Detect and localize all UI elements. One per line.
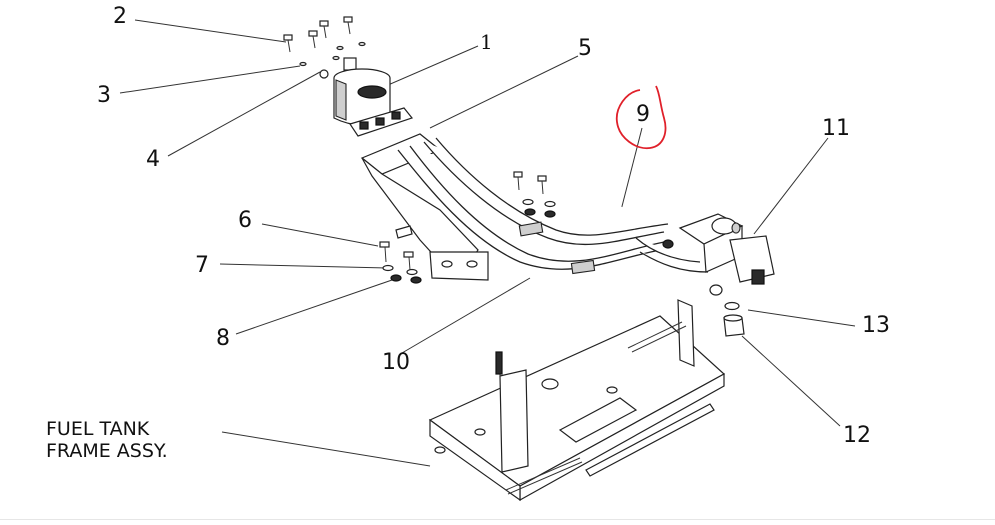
fuel-pump-item-1 bbox=[319, 57, 414, 137]
callout-10: 10 bbox=[382, 350, 410, 375]
leader-10 bbox=[401, 277, 531, 354]
leader-11 bbox=[753, 137, 829, 235]
fuel-tank-frame bbox=[428, 299, 726, 502]
frame-label-line2: FRAME ASSY. bbox=[46, 440, 168, 462]
bottom-divider bbox=[0, 519, 995, 520]
leader-6 bbox=[261, 223, 379, 247]
leader-lines bbox=[119, 19, 856, 467]
frame-assembly-label: FUEL TANK FRAME ASSY. bbox=[46, 418, 168, 462]
callout-8: 8 bbox=[216, 326, 230, 351]
leader-frame bbox=[221, 431, 431, 467]
callout-3: 3 bbox=[97, 83, 111, 108]
leader-3 bbox=[119, 65, 301, 94]
callout-9: 9 bbox=[636, 102, 650, 127]
valve-item-11 bbox=[662, 213, 775, 296]
fuel-hoses bbox=[397, 137, 709, 275]
callout-13: 13 bbox=[862, 313, 890, 338]
leader-13 bbox=[747, 309, 856, 327]
bolts-items-6-7-8 bbox=[379, 171, 556, 284]
callout-4: 4 bbox=[146, 147, 160, 172]
leader-12 bbox=[741, 335, 841, 427]
leader-4 bbox=[167, 71, 321, 157]
leader-7 bbox=[219, 263, 386, 269]
callout-12: 12 bbox=[843, 423, 871, 448]
leader-5 bbox=[429, 55, 579, 129]
callout-5: 5 bbox=[578, 36, 592, 61]
fittings-items-12-13 bbox=[723, 301, 745, 337]
leader-9 bbox=[617, 127, 643, 223]
callout-7: 7 bbox=[195, 253, 209, 278]
callout-6: 6 bbox=[238, 208, 252, 233]
callout-11: 11 bbox=[822, 116, 850, 141]
leader-8 bbox=[235, 279, 393, 335]
leader-2 bbox=[134, 19, 287, 43]
callout-1: 1 bbox=[480, 30, 493, 54]
callout-2: 2 bbox=[113, 4, 127, 29]
frame-label-line1: FUEL TANK bbox=[46, 418, 150, 440]
bolts-item-2 bbox=[283, 16, 366, 67]
highlight-circle bbox=[615, 85, 667, 150]
